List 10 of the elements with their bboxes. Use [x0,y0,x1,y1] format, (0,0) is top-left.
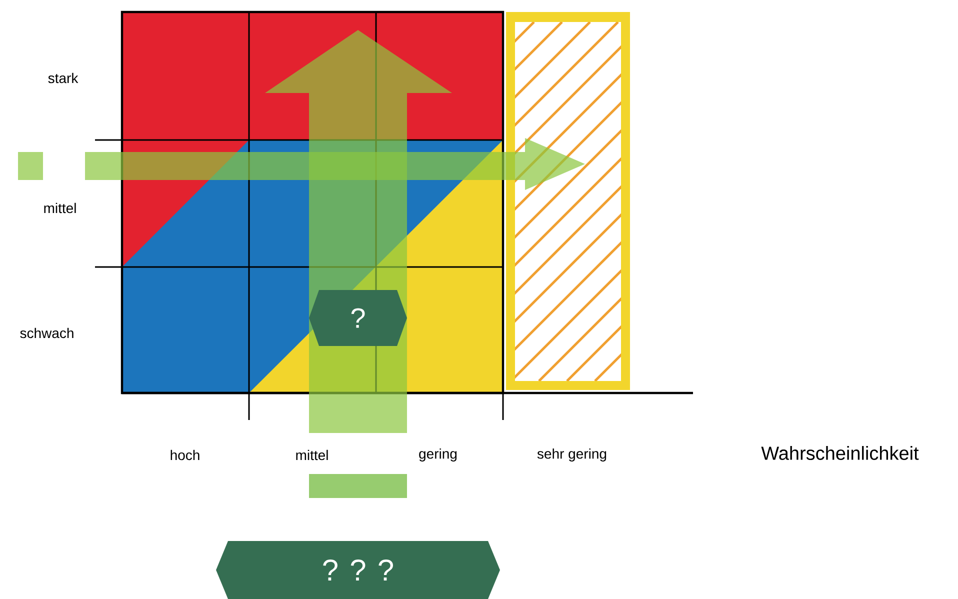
axis-label: mittel [44,202,76,214]
axis-label: hoch [170,450,200,460]
axis-label: gering [419,448,457,462]
axis-label: mittel [296,450,328,460]
axis-title: Wahrscheinlichkeit [761,446,919,460]
hexagon-box: ? ? ? [216,541,500,599]
axis-label: stark [48,72,78,84]
hexagon-box: ? [309,290,407,346]
axis-label: schwach [20,328,74,338]
axis-label: sehr gering [537,448,606,462]
